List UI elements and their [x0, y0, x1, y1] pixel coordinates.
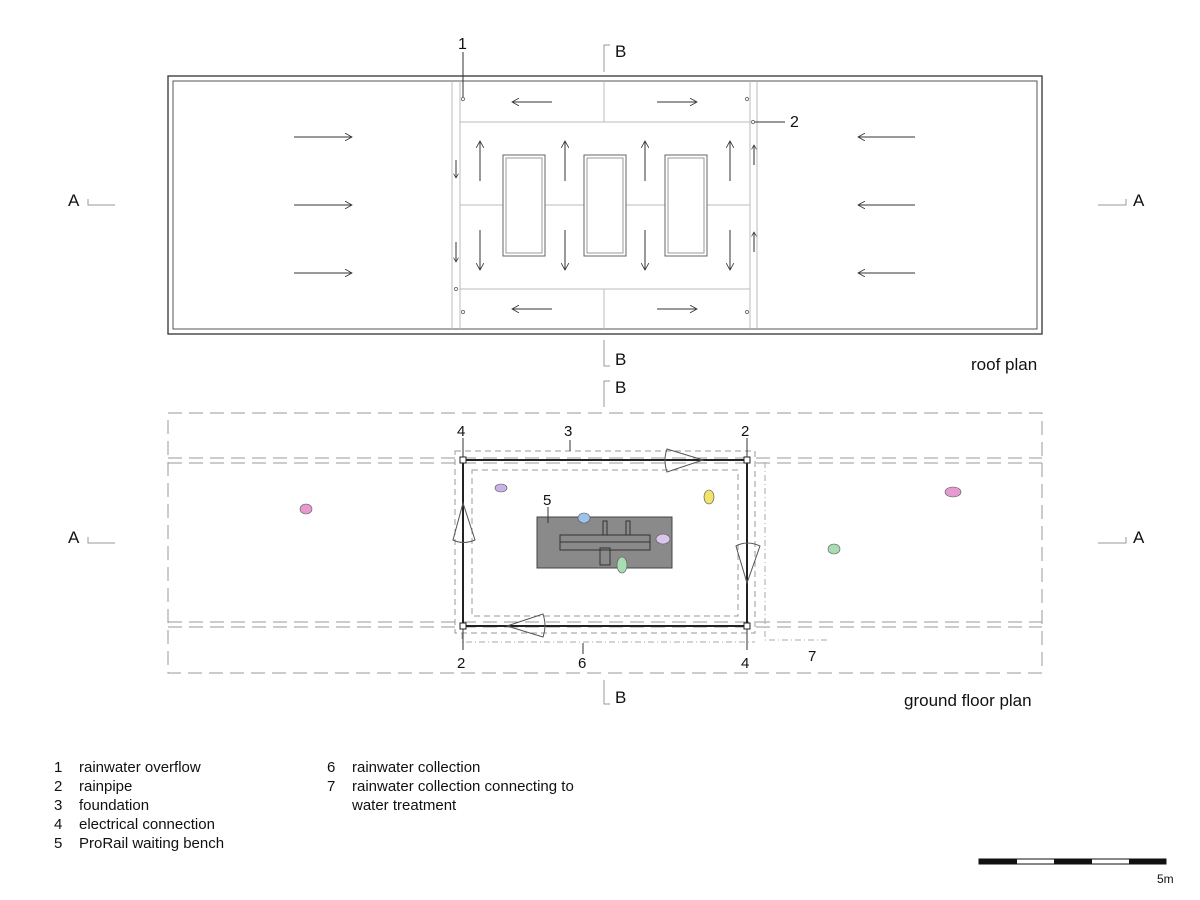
light-cones	[452, 448, 761, 638]
section-a-right-mark	[1098, 199, 1127, 206]
person-blue	[577, 512, 591, 524]
roof-plan: 1 2 A A B B	[68, 36, 1145, 369]
gf-section-a-right-mark	[1098, 537, 1127, 544]
collection-pipe-6	[461, 633, 755, 643]
person-purple	[494, 483, 508, 493]
person-green-right	[827, 543, 841, 555]
people	[299, 483, 962, 574]
gf-section-a-left-mark	[87, 537, 115, 544]
person-pink-left	[299, 503, 313, 515]
person-green-bench	[616, 556, 628, 574]
foundation-outline	[454, 450, 756, 634]
callout-2: 2	[790, 114, 799, 131]
callout-4-top: 4	[457, 423, 465, 440]
gf-section-a-left-label: A	[68, 528, 80, 547]
callout-leaders	[462, 438, 748, 654]
drain-points	[453, 96, 756, 315]
callout-3: 3	[564, 423, 572, 440]
person-pink-right	[944, 486, 962, 498]
skylights	[502, 154, 708, 257]
gf-section-b-top-label: B	[615, 378, 626, 397]
callout-1: 1	[458, 36, 467, 53]
callout-2-bottom: 2	[457, 655, 465, 672]
roof-outer-edge	[167, 75, 1043, 335]
gf-section-b-bottom-mark	[603, 680, 610, 705]
legend-item: water treatment	[352, 797, 457, 814]
ground-floor-plan: 4 3 2 5 2 6 4 7 A A B B	[68, 378, 1145, 707]
ground-floor-plan-title: ground floor plan	[904, 691, 1032, 710]
scale-bar-label: 5m	[1157, 872, 1174, 886]
section-b-top-mark	[603, 44, 610, 72]
scale-bar: 5m	[978, 858, 1174, 886]
drainage-arrows	[294, 102, 915, 309]
callout-6: 6	[578, 655, 586, 672]
gf-section-b-top-mark	[603, 380, 610, 407]
roof-plan-title: roof plan	[971, 355, 1038, 374]
section-a-left-label: A	[68, 191, 80, 210]
gutter-arrows	[456, 145, 754, 262]
roof-inner-edge	[172, 80, 1038, 330]
section-b-top-label: B	[615, 42, 626, 61]
collection-pipe-7	[764, 462, 830, 641]
callout-5: 5	[543, 492, 551, 509]
callout-4-bottom: 4	[741, 655, 749, 672]
roof-overhang-outline	[471, 469, 739, 617]
callout-7: 7	[808, 648, 816, 665]
callout-2-top: 2	[741, 423, 749, 440]
person-lavender	[655, 533, 671, 545]
gf-section-a-right-label: A	[1133, 528, 1145, 547]
gf-section-b-bottom-label: B	[615, 688, 626, 707]
section-a-left-mark	[87, 199, 115, 206]
section-b-bottom-mark	[603, 340, 610, 367]
section-b-bottom-label: B	[615, 350, 626, 369]
person-yellow	[703, 489, 715, 505]
section-a-right-label: A	[1133, 191, 1145, 210]
bench-detail	[559, 520, 651, 566]
